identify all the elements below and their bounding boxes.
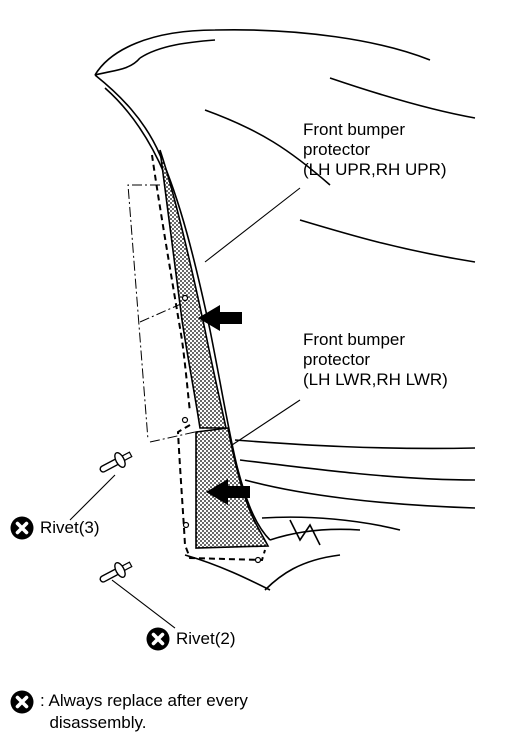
rivet-icon [99,561,133,583]
x-circle-icon [146,627,170,651]
rivet-holes [181,294,262,564]
x-circle-icon [10,690,34,714]
rivet-2-label: Rivet(2) [176,629,236,648]
rivet-3-callout: Rivet(3) [10,516,100,540]
leader-lines [69,187,301,629]
lower-protector-label: Front bumper protector (LH LWR,RH LWR) [303,330,448,389]
rivet-icon [99,451,133,473]
rivet-3-label: Rivet(3) [40,518,100,537]
upper-protector-label: Front bumper protector (LH UPR,RH UPR) [303,120,447,179]
legend: : Always replace after every disassembly… [10,690,248,734]
x-circle-icon [10,516,34,540]
upper-protector-dashed-outline [151,154,191,413]
bumper-body [94,28,476,591]
upper-protector-shape [159,149,227,429]
arrow-left-icon [206,479,250,505]
arrow-left-icon [198,305,242,331]
legend-text: : Always replace after every disassembly… [40,691,248,732]
rivet-2-callout: Rivet(2) [146,627,236,651]
lower-protector-dashed-outline [176,424,266,562]
